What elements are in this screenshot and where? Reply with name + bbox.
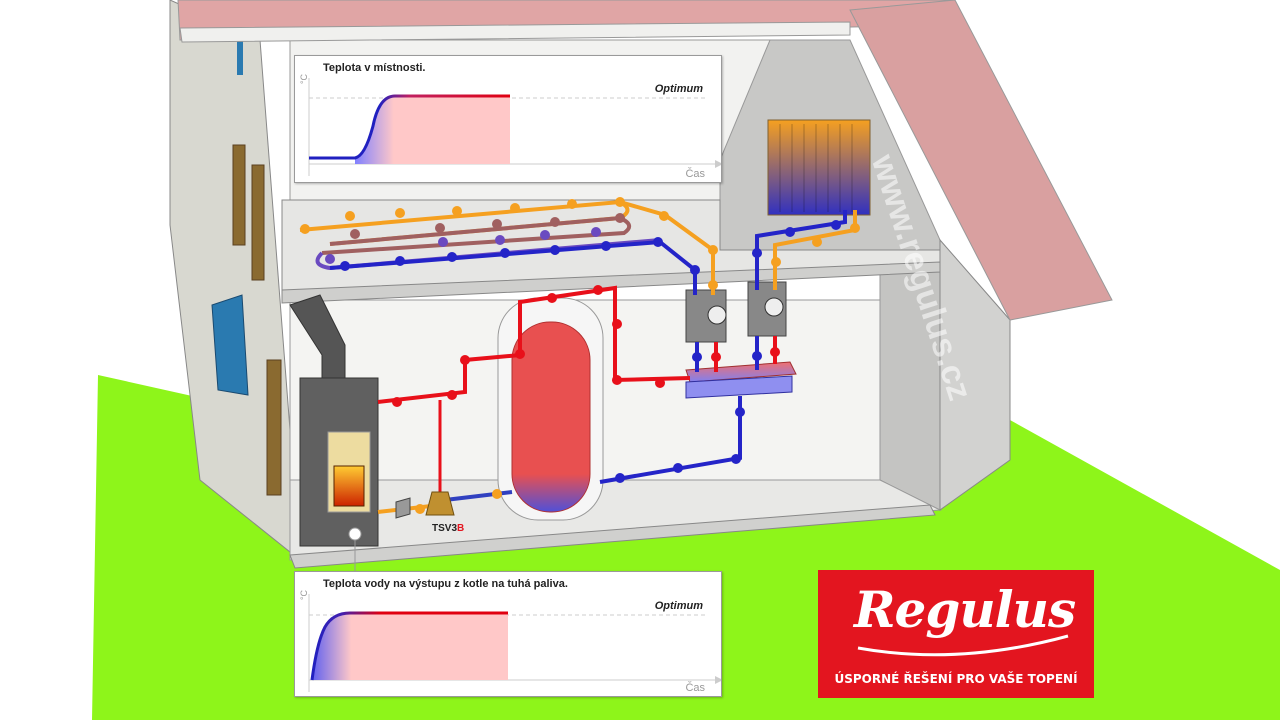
floor-heating-pipe: [329, 239, 697, 295]
window: [237, 40, 243, 75]
roof-side: [849, 0, 1113, 321]
valve-label: TSV3B: [432, 523, 464, 534]
panel-title: Teplota v místnosti.: [323, 62, 426, 74]
sensor-dot: [348, 527, 362, 541]
axis-time: Čas: [685, 168, 705, 180]
panel-title: Teplota vody na výstupu z kotle na tuhá …: [323, 578, 568, 590]
valve-label-suffix: B: [457, 523, 465, 534]
radiator: [767, 119, 871, 216]
check-valve: [395, 497, 411, 519]
room-temperature-curve: [308, 78, 721, 176]
window: [232, 144, 246, 246]
window: [211, 294, 249, 396]
window: [251, 164, 265, 281]
valve-label-prefix: TSV3: [432, 523, 458, 534]
mixing-valve: [425, 491, 455, 516]
logo-slogan: ÚSPORNÉ ŘEŠENÍ PRO VAŠE TOPENÍ: [834, 672, 1078, 686]
axis-time: Čas: [685, 682, 705, 694]
window: [266, 359, 282, 496]
cold-distributor: [685, 375, 793, 399]
radiator-pipe: [755, 210, 847, 290]
optimum-label: Optimum: [654, 600, 703, 612]
hot-pipe: [377, 285, 691, 404]
logo-swoosh: [857, 634, 1069, 657]
boiler-fire: [333, 465, 365, 507]
accumulation-tank: [511, 321, 591, 513]
floor-edge: [289, 504, 936, 569]
logo-brand: Regulus: [854, 580, 1076, 639]
floor-heating-pipe: [619, 200, 715, 295]
house-right-wall: [939, 238, 1011, 511]
flow-dots: [300, 197, 860, 514]
water-temperature-panel: Teplota vody na výstupu z kotle na tuhá …: [294, 571, 722, 697]
optimum-label: Optimum: [654, 83, 703, 95]
water-temperature-curve: [308, 594, 721, 692]
roof-eave: [179, 21, 851, 43]
floor-heating-pipe: [315, 238, 661, 271]
room-temperature-panel: Teplota v místnosti. °C Optimum Čas: [294, 55, 722, 183]
regulus-logo: Regulus ÚSPORNÉ ŘEŠENÍ PRO VAŠE TOPENÍ: [818, 570, 1094, 698]
